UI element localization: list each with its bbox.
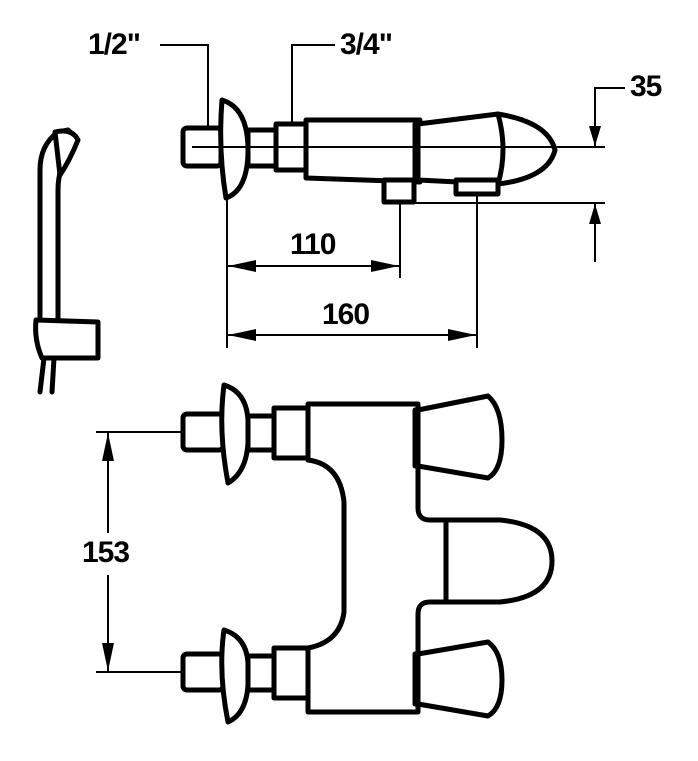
mixer-top-view <box>180 382 555 725</box>
depth-short-label: 110 <box>290 228 336 261</box>
hand-shower <box>33 127 101 395</box>
outlet-thread-label: 3/4" <box>340 28 393 61</box>
mixer-side-view <box>180 97 558 205</box>
center-distance-label: 153 <box>82 536 130 569</box>
dimension-lines <box>96 44 625 673</box>
height-offset-label: 35 <box>630 70 662 103</box>
inlet-thread-label: 1/2" <box>88 28 141 61</box>
depth-long-label: 160 <box>322 298 370 331</box>
